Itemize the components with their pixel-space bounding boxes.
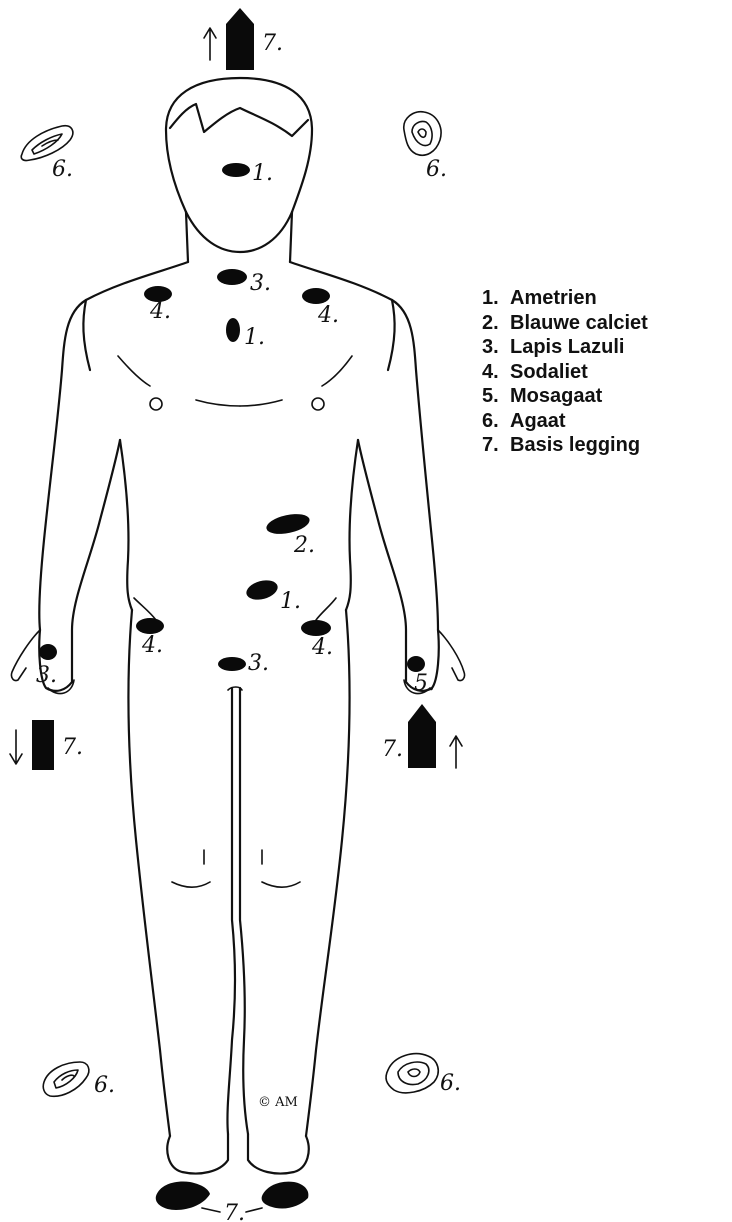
legend-item: 7.Basis legging bbox=[482, 433, 648, 458]
label-agaat-top-left: 6. bbox=[52, 157, 73, 182]
label-hip-left: 4. bbox=[141, 633, 163, 658]
label-solar-plexus: 2. bbox=[293, 533, 315, 558]
copyright-mark: © AM bbox=[258, 1095, 298, 1110]
label-right-hand: 5. bbox=[414, 671, 435, 696]
legend-name: Sodaliet bbox=[510, 361, 588, 383]
stone-throat bbox=[217, 269, 247, 285]
agaat-top-right bbox=[404, 112, 441, 156]
label-shoulder-left: 4. bbox=[149, 299, 171, 324]
crystal-top bbox=[226, 8, 254, 70]
label-sternum: 1. bbox=[244, 325, 265, 350]
legend-number: 3. bbox=[482, 335, 510, 360]
label-agaat-bottom-right: 6. bbox=[440, 1071, 461, 1096]
label-feet: 7. bbox=[224, 1201, 245, 1222]
basis-crystals bbox=[10, 8, 462, 770]
legend-name: Blauwe calciet bbox=[510, 312, 648, 334]
legend-item: 3.Lapis Lazuli bbox=[482, 335, 648, 360]
stone-pubic bbox=[218, 657, 246, 671]
crystal-left bbox=[32, 720, 54, 770]
agaat-stones bbox=[21, 112, 441, 1097]
label-navel: 1. bbox=[280, 589, 301, 614]
arrow-up-icon-right bbox=[450, 736, 462, 768]
legend-name: Lapis Lazuli bbox=[510, 336, 624, 358]
stone-legend: 1.Ametrien 2.Blauwe calciet 3.Lapis Lazu… bbox=[482, 286, 648, 458]
agaat-bottom-right bbox=[386, 1054, 438, 1093]
legend-number: 5. bbox=[482, 384, 510, 409]
legend-item: 4.Sodaliet bbox=[482, 360, 648, 385]
legend-item: 5.Mosagaat bbox=[482, 384, 648, 409]
stone-hip-left bbox=[136, 618, 164, 634]
stone-navel bbox=[244, 577, 280, 603]
legend-item: 2.Blauwe calciet bbox=[482, 311, 648, 336]
stone-shoulder-right bbox=[302, 288, 330, 304]
number-labels: 7. 6. 6. 1. 3. 4. 4. 1. 2. 1. 4. 4. 3. 3… bbox=[36, 31, 461, 1222]
arrow-down-icon bbox=[10, 730, 22, 764]
label-throat: 3. bbox=[250, 271, 271, 296]
legend-item: 1.Ametrien bbox=[482, 286, 648, 311]
stone-hip-right bbox=[301, 620, 331, 636]
crystal-right bbox=[408, 704, 436, 768]
label-hip-right: 4. bbox=[311, 635, 333, 660]
legend-number: 6. bbox=[482, 409, 510, 434]
human-figure-outline bbox=[11, 78, 464, 1174]
label-shoulder-right: 4. bbox=[317, 303, 339, 328]
stone-left-hand bbox=[39, 644, 57, 660]
stone-foot-left bbox=[156, 1182, 210, 1210]
legend-number: 2. bbox=[482, 311, 510, 336]
stone-forehead bbox=[222, 163, 250, 177]
label-crystal-top: 7. bbox=[262, 31, 283, 56]
legend-number: 4. bbox=[482, 360, 510, 385]
stone-right-hand bbox=[407, 656, 425, 672]
label-crystal-right: 7. bbox=[382, 737, 403, 762]
agaat-bottom-left bbox=[43, 1062, 89, 1096]
label-left-hand: 3. bbox=[36, 663, 57, 688]
agaat-top-left bbox=[21, 126, 73, 161]
legend-name: Agaat bbox=[510, 410, 566, 432]
legend-number: 7. bbox=[482, 433, 510, 458]
stone-foot-right bbox=[262, 1182, 309, 1209]
label-forehead: 1. bbox=[252, 161, 273, 186]
legend-name: Mosagaat bbox=[510, 385, 602, 407]
label-crystal-left: 7. bbox=[62, 735, 83, 760]
label-agaat-bottom-left: 6. bbox=[94, 1073, 115, 1098]
legend-item: 6.Agaat bbox=[482, 409, 648, 434]
stone-sternum bbox=[226, 318, 240, 342]
label-pubic: 3. bbox=[248, 651, 269, 676]
legend-name: Basis legging bbox=[510, 434, 640, 456]
legend-number: 1. bbox=[482, 286, 510, 311]
arrow-up-icon bbox=[204, 28, 216, 60]
label-agaat-top-right: 6. bbox=[426, 157, 447, 182]
legend-name: Ametrien bbox=[510, 287, 597, 309]
